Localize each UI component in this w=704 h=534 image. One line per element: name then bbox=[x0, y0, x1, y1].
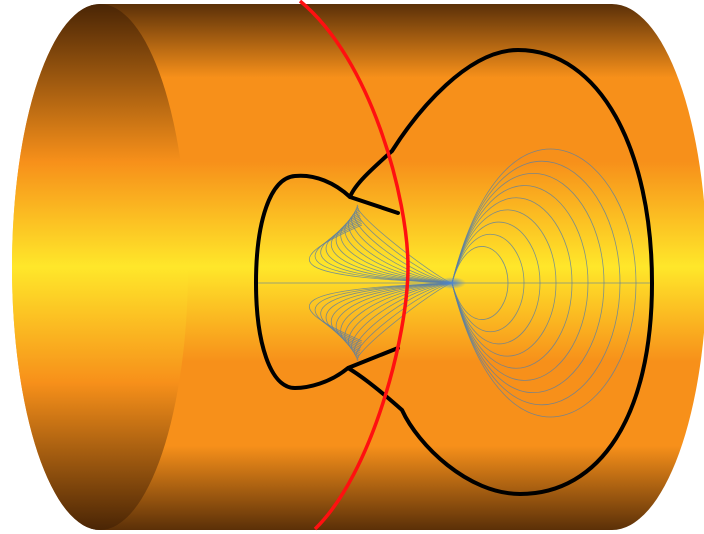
field-line-lower bbox=[330, 282, 453, 349]
field-lines bbox=[256, 148, 652, 418]
field-source bbox=[438, 277, 466, 289]
black-closed-curve bbox=[254, 48, 654, 496]
field-line-lower bbox=[340, 282, 453, 352]
field-line-lower bbox=[309, 282, 453, 342]
field-line-upper bbox=[340, 214, 453, 284]
cylinder-end-cap bbox=[12, 4, 188, 530]
field-line-lower bbox=[325, 282, 453, 347]
field-line-upper bbox=[325, 219, 453, 284]
field-line-upper bbox=[335, 216, 453, 284]
field-line-upper bbox=[330, 217, 453, 284]
red-ring bbox=[298, 0, 410, 531]
field-line-lower bbox=[335, 282, 453, 350]
field-line-upper bbox=[309, 224, 453, 284]
